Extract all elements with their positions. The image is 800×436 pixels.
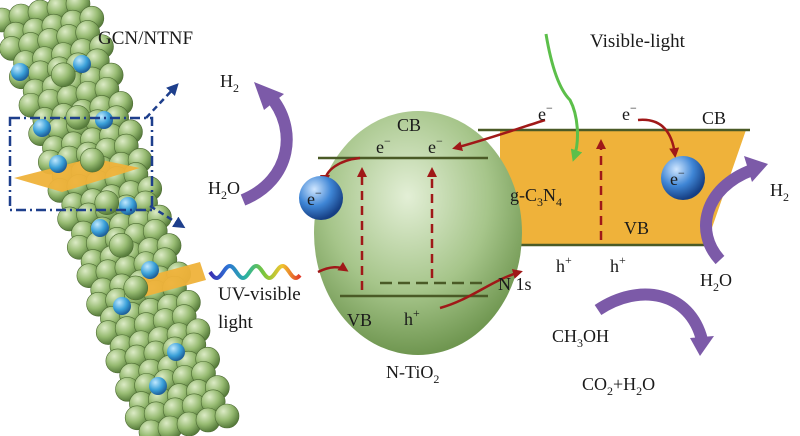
electron-sphere-right (661, 156, 705, 200)
dopant-particle (113, 297, 131, 315)
electron-transfer-arrow (452, 118, 546, 152)
uv-light-label-line2: light (218, 312, 254, 333)
electron-sphere-right-label: e− (670, 166, 685, 189)
visible-light-label: Visible-light (590, 31, 686, 52)
gcn-cb-label: CB (702, 108, 726, 128)
tio2-vb-label: VB (347, 310, 372, 330)
h2-evolution-arrowhead-right (744, 156, 768, 182)
gcn-ntnf-fiber (0, 0, 240, 436)
gcn-hole-1: h+ (556, 253, 572, 276)
h2-evolution-arrow-right (700, 164, 755, 265)
dopant-particle (33, 119, 51, 137)
dopant-particle (141, 261, 159, 279)
h2-evolution-arrowhead-left (254, 82, 284, 110)
gcn-vb-label: VB (624, 218, 649, 238)
tio2-nanoparticle (94, 190, 120, 215)
tio2-nanoparticle (108, 233, 134, 258)
gcn-electron-1: e− (538, 101, 553, 124)
dopant-particle (11, 63, 29, 81)
dopant-particle (149, 377, 167, 395)
tio2-cb-label: CB (397, 115, 421, 135)
dopant-particle (73, 55, 91, 73)
dopant-particle (49, 155, 67, 173)
dopant-particle (91, 219, 109, 237)
n1s-label: N 1s (498, 274, 532, 294)
methanol-oxidation-arrowhead (690, 336, 714, 356)
tio2-nanoparticle (214, 403, 240, 429)
gcn-hole-2: h+ (610, 253, 626, 276)
tio2-nanoparticle (123, 275, 149, 301)
uv-into-tio2-arrow (317, 261, 349, 274)
uv-light-label-line1: UV-visible (218, 284, 301, 305)
gcn-electron-2: e− (622, 101, 637, 124)
electron-sphere-left (299, 176, 343, 220)
tio2-vb-hole: h+ (404, 306, 420, 329)
h2-label-left: H2 (220, 71, 239, 95)
tio2-nanoparticle (51, 62, 76, 88)
tio2-cb-electron-2: e− (428, 134, 443, 157)
oxidation-products-label: CO2+H2O (582, 374, 655, 398)
zoom-arrow-lower (149, 204, 186, 229)
dopant-particle (95, 111, 113, 129)
dopant-particle (119, 197, 137, 215)
h2o-label-right: H2O (700, 270, 732, 294)
n-tio2-label: N-TiO2 (386, 362, 439, 386)
uv-visible-wave (208, 263, 302, 281)
g-c3n4-sheet (14, 158, 140, 192)
visible-light-arrow (544, 33, 583, 162)
g-c3n4-label: g-C3N4 (510, 185, 562, 209)
dopant-particle (167, 343, 185, 361)
composite-label: GCN/NTNF (98, 28, 193, 49)
h2-evolution-arrow-left (240, 92, 293, 206)
h2-label-right: H2 (770, 180, 789, 204)
zoom-selection-box (8, 116, 154, 212)
methanol-label: CH3OH (552, 326, 609, 350)
tio2-nanoparticle (79, 147, 105, 173)
electron-sphere-left-label: e− (307, 186, 322, 209)
zoom-arrow-upper (145, 83, 179, 119)
tio2-cb-electron-1: e− (376, 134, 391, 157)
methanol-oxidation-arrow (594, 288, 708, 342)
h2o-label-left: H2O (208, 178, 240, 202)
gcn-electron-to-surface-arrow (637, 118, 680, 158)
hole-transfer-arrow (439, 269, 523, 310)
